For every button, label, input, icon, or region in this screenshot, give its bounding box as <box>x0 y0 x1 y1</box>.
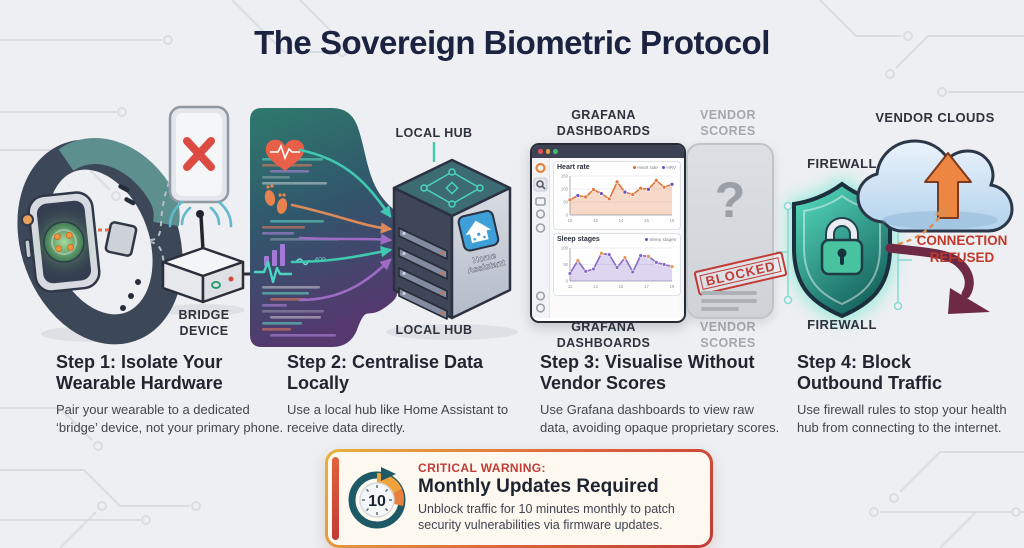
placeholder-line <box>701 307 739 311</box>
deflected-arrow <box>885 243 990 314</box>
dashboard-icon[interactable] <box>535 197 546 206</box>
svg-text:100: 100 <box>561 246 569 251</box>
clock-icon[interactable] <box>535 209 546 219</box>
maximize-window-icon[interactable] <box>553 149 558 154</box>
warning-text: CRITICAL WARNING: Monthly Updates Requir… <box>418 461 700 534</box>
svg-text:17: 17 <box>644 284 649 289</box>
step-4-text: Step 4: Block Outbound Traffic Use firew… <box>797 352 1024 436</box>
warning-accent-bar <box>332 457 339 540</box>
code-lines <box>262 152 339 337</box>
step-1-text: Step 1: Isolate Your Wearable Hardware P… <box>56 352 294 436</box>
grafana-logo-icon <box>535 162 546 174</box>
footprints-icon <box>264 184 288 214</box>
panel-title: Heart rate <box>557 164 590 171</box>
data-stream: 409 <box>250 108 398 347</box>
vendor-scores-label-bottom: VENDOR SCORES <box>700 320 756 350</box>
gear-icon[interactable] <box>535 303 546 313</box>
bridge-device-icon <box>161 200 253 304</box>
warning-body: Unblock traffic for 10 minutes monthly t… <box>418 502 675 533</box>
svg-text:0: 0 <box>566 213 569 218</box>
question-mark: ? <box>714 172 746 228</box>
svg-text:14: 14 <box>619 218 624 223</box>
bar-chart-icon <box>264 244 285 266</box>
svg-text:15: 15 <box>619 284 624 289</box>
svg-text:150: 150 <box>561 174 569 179</box>
warning-kicker: CRITICAL WARNING: <box>418 461 546 475</box>
server-bays <box>398 227 448 320</box>
svg-text:0: 0 <box>566 279 569 284</box>
grafana-sidebar <box>532 158 550 318</box>
heart-rate-chart: 150 100 50 010 12 14 16 18 <box>561 174 675 223</box>
step-2-text: Step 2: Centralise Data Locally Use a lo… <box>287 352 513 436</box>
step-4-title: Step 4: Block Outbound Traffic <box>797 352 942 394</box>
minimize-window-icon[interactable] <box>545 149 550 154</box>
phone-icon <box>168 105 230 204</box>
panel-legend: Heart rate HRV <box>632 165 676 170</box>
warning-title: Monthly Updates Required <box>418 476 659 497</box>
step-3-title: Step 3: Visualise Without Vendor Scores <box>540 352 755 394</box>
search-icon[interactable] <box>533 177 548 192</box>
svg-text:19: 19 <box>670 284 675 289</box>
vendor-scores-card: ? BLOCKED <box>686 143 788 319</box>
placeholder-line <box>701 291 757 295</box>
svg-text:100: 100 <box>561 187 569 192</box>
panel-legend: Sleep stages <box>644 237 676 242</box>
vendor-cloud-icon <box>856 139 1014 233</box>
grafana-label-top: GRAFANA DASHBOARDS <box>556 108 651 138</box>
step-2-title: Step 2: Centralise Data Locally <box>287 352 484 394</box>
server-icon: Home Assistant <box>392 158 512 320</box>
firewall-label-top: FIREWALL <box>807 156 877 171</box>
svg-text:12: 12 <box>593 218 598 223</box>
timer-value: 10 <box>368 493 386 510</box>
step-1-body: Pair your wearable to a dedicated ‘bridg… <box>56 402 284 435</box>
step-3-text: Step 3: Visualise Without Vendor Scores … <box>540 352 780 436</box>
bell-icon[interactable] <box>535 223 546 233</box>
bridge-device-label: BRIDGE DEVICE <box>178 308 230 338</box>
lock-icon <box>820 217 864 276</box>
step-2-body: Use a local hub like Home Assistant to r… <box>287 402 509 435</box>
timer-icon: 10 <box>348 467 406 529</box>
svg-text:50: 50 <box>563 262 568 267</box>
svg-text:10: 10 <box>568 218 573 223</box>
critical-warning-box: 10 CRITICAL WARNING: Monthly Updates Req… <box>325 449 713 548</box>
local-hub-label-top: LOCAL HUB <box>395 126 473 140</box>
step-1-title: Step 1: Isolate Your Wearable Hardware <box>56 352 223 394</box>
step-3-body: Use Grafana dashboards to view raw data,… <box>540 402 780 435</box>
circuit-icon <box>420 168 484 208</box>
svg-text:13: 13 <box>593 284 598 289</box>
wifi-icon <box>168 200 233 228</box>
vendor-scores-label-top: VENDOR SCORES <box>700 108 756 138</box>
page-title: The Sovereign Biometric Protocol <box>254 24 770 61</box>
grafana-label-bottom: GRAFANA DASHBOARDS <box>556 320 651 350</box>
retry-arrow <box>897 213 943 246</box>
heart-icon <box>265 139 305 171</box>
close-window-icon[interactable] <box>538 149 543 154</box>
sleep-stages-chart: 100 50 011 13 15 17 19 <box>561 246 675 289</box>
ecg-icon <box>254 260 292 284</box>
svg-text:11: 11 <box>568 284 573 289</box>
smartwatch-icon <box>17 138 183 345</box>
svg-text:18: 18 <box>670 218 675 223</box>
vendor-clouds-label: VENDOR CLOUDS <box>875 110 995 125</box>
connection-refused-label: CONNECTION REFUSED <box>916 233 1008 265</box>
help-icon[interactable] <box>535 291 546 301</box>
upload-arrow-icon <box>924 152 972 219</box>
firewall-label-bottom: FIREWALL <box>807 317 877 332</box>
placeholder-line <box>701 299 757 303</box>
x-icon <box>183 137 215 171</box>
local-hub-label-bottom: LOCAL HUB <box>395 323 473 337</box>
svg-text:16: 16 <box>644 218 649 223</box>
window-titlebar <box>532 145 684 158</box>
svg-text:50: 50 <box>563 200 568 205</box>
blocked-stamp: BLOCKED <box>693 251 788 296</box>
step-4-body: Use firewall rules to stop your health h… <box>797 402 1007 435</box>
panel-title: Sleep stages <box>557 236 600 243</box>
